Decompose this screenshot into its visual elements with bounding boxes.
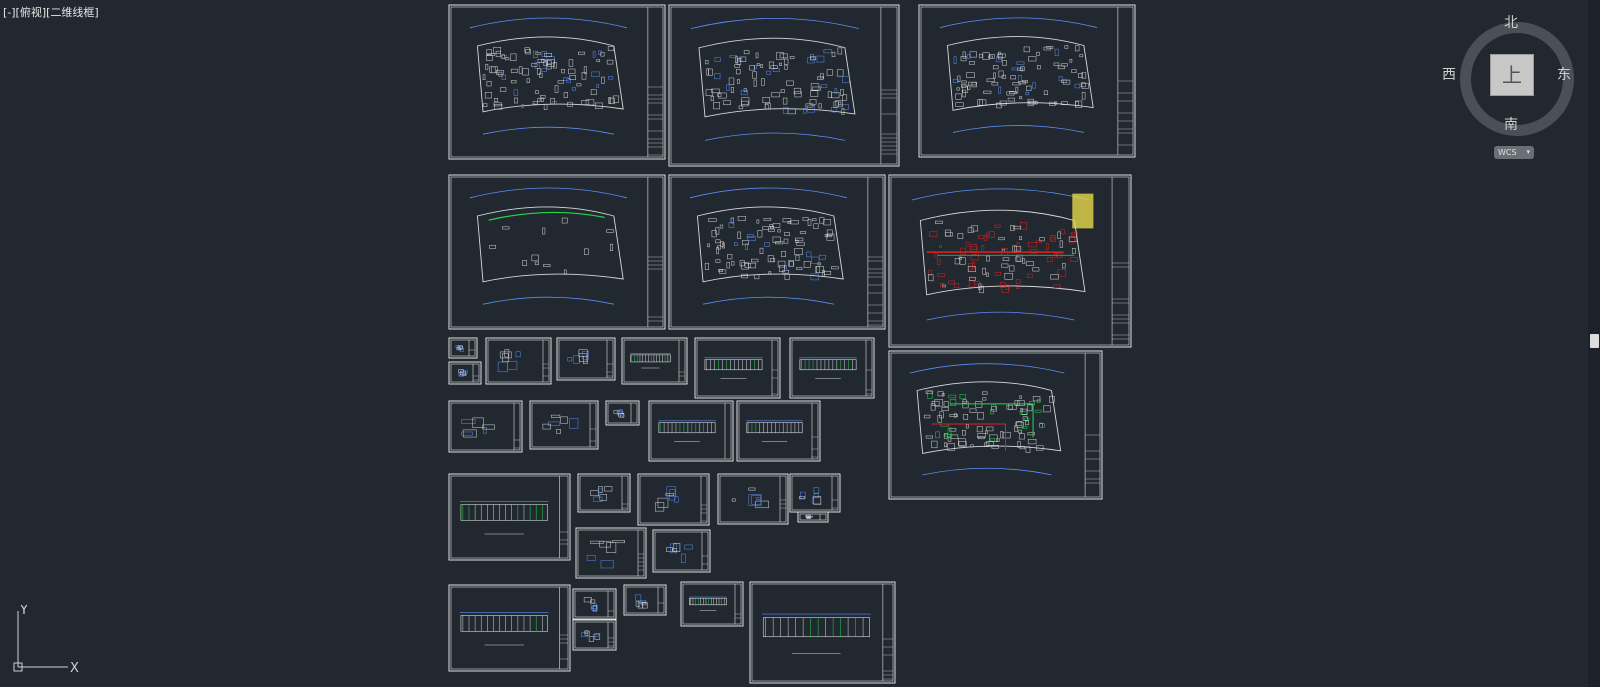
- drawing-sheet[interactable]: [736, 400, 821, 462]
- viewcube[interactable]: 上 北 南 西 东 WCS ▾: [1442, 14, 1574, 164]
- wcs-label: WCS: [1498, 148, 1517, 157]
- drawing-sheet[interactable]: [652, 529, 711, 573]
- drawing-sheet[interactable]: [668, 174, 886, 330]
- drawing-sheet[interactable]: [717, 473, 789, 525]
- drawing-sheet[interactable]: [448, 174, 666, 330]
- drawing-sheet[interactable]: [448, 337, 478, 359]
- compass-east[interactable]: 东: [1557, 67, 1571, 83]
- drawing-sheet[interactable]: [448, 584, 571, 672]
- drawing-sheet[interactable]: [648, 400, 734, 462]
- drawing-sheet[interactable]: [605, 400, 640, 426]
- compass-west[interactable]: 西: [1442, 67, 1456, 83]
- drawing-sheet[interactable]: [529, 400, 599, 450]
- viewcube-top-face[interactable]: 上: [1490, 54, 1534, 96]
- drawing-sheet[interactable]: [448, 473, 571, 561]
- drawing-sheet[interactable]: [572, 588, 617, 620]
- drawing-sheet[interactable]: [888, 174, 1132, 348]
- drawing-sheet[interactable]: [694, 337, 781, 399]
- drawing-sheet[interactable]: [623, 584, 667, 616]
- drawing-sheet[interactable]: [485, 337, 552, 385]
- chevron-down-icon: ▾: [1526, 148, 1530, 156]
- drawing-sheet[interactable]: [789, 473, 841, 513]
- drawing-sheet[interactable]: [789, 337, 875, 399]
- drawing-sheet[interactable]: [572, 619, 617, 651]
- drawing-sheet[interactable]: [448, 400, 523, 453]
- scrollbar-thumb[interactable]: [1590, 334, 1599, 348]
- drawing-sheet[interactable]: [888, 350, 1103, 500]
- drawing-sheet[interactable]: [621, 337, 688, 385]
- drawing-sheet[interactable]: [448, 361, 482, 385]
- ucs-y-label: Y: [19, 605, 28, 618]
- drawing-sheet[interactable]: [797, 511, 829, 523]
- drawing-sheet[interactable]: [577, 473, 631, 513]
- drawing-sheet[interactable]: [448, 4, 666, 160]
- drawing-sheet[interactable]: [680, 581, 744, 627]
- compass-south[interactable]: 南: [1504, 117, 1518, 133]
- drawing-sheet[interactable]: [556, 337, 616, 381]
- drawing-sheet[interactable]: [575, 527, 647, 579]
- wcs-menu-button[interactable]: WCS ▾: [1494, 146, 1534, 159]
- viewcube-compass-ring[interactable]: [1460, 22, 1574, 136]
- drawing-sheet[interactable]: [918, 4, 1136, 158]
- drawing-sheet[interactable]: [749, 581, 896, 684]
- vertical-scrollbar[interactable]: [1588, 0, 1600, 687]
- compass-north[interactable]: 北: [1504, 15, 1518, 31]
- drawing-sheet[interactable]: [668, 4, 900, 167]
- viewport-controls-label[interactable]: [-][俯视][二维线框]: [3, 6, 99, 19]
- ucs-icon: Y X: [13, 605, 79, 675]
- drawing-sheet[interactable]: [637, 473, 710, 526]
- ucs-x-label: X: [70, 661, 79, 675]
